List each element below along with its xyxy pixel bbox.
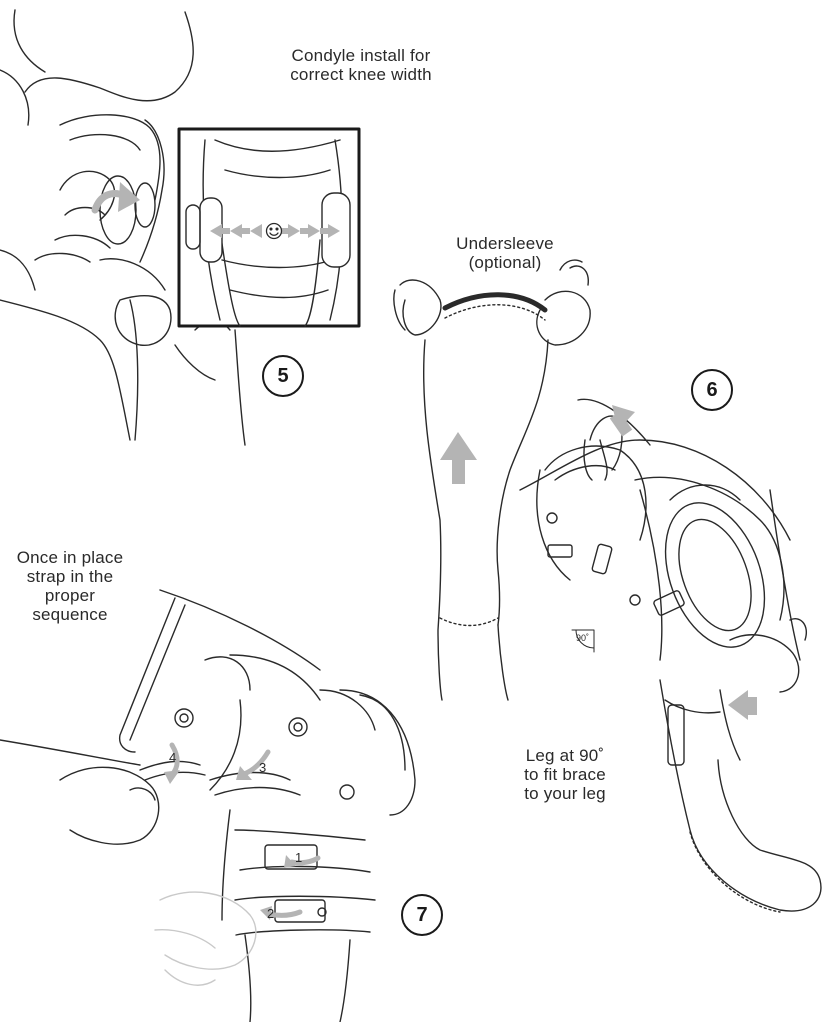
strap-number-3: 3 bbox=[259, 760, 267, 775]
step-7-badge: 7 bbox=[401, 894, 443, 936]
strap-sequence-line-1: Once in place bbox=[16, 548, 124, 567]
strap-number-1: 1 bbox=[295, 850, 303, 865]
arrow-right-icon bbox=[328, 224, 340, 238]
strap-sequence-caption: Once in place strap in the proper sequen… bbox=[2, 548, 138, 624]
arrow-right-icon bbox=[308, 224, 320, 238]
condyle-caption-line-1: Condyle install for bbox=[291, 46, 431, 65]
step-5-badge: 5 bbox=[262, 355, 304, 397]
strap-number-2: 2 bbox=[267, 906, 275, 921]
undersleeve-caption-line-2: (optional) bbox=[468, 253, 542, 272]
undersleeve-caption-line-1: Undersleeve bbox=[456, 234, 554, 253]
leg-angle-line-3: to your leg bbox=[524, 784, 606, 803]
condyle-inset bbox=[177, 127, 361, 328]
arrow-left-icon bbox=[250, 224, 262, 238]
arrow-up-icon bbox=[440, 432, 477, 484]
strap-sequence-line-2: strap in the bbox=[26, 567, 114, 586]
smiley-icon bbox=[265, 222, 283, 240]
leg-angle-line-2: to fit brace bbox=[524, 765, 606, 784]
undersleeve-caption: Undersleeve (optional) bbox=[440, 234, 570, 272]
arrow-right-icon bbox=[288, 224, 300, 238]
arrow-left-icon bbox=[210, 224, 222, 238]
arrow-left-icon bbox=[230, 224, 242, 238]
step-5-illustration bbox=[0, 9, 246, 446]
angle-label: 90˚ bbox=[576, 633, 590, 643]
step-6-badge: 6 bbox=[691, 369, 733, 411]
condyle-caption: Condyle install for correct knee width bbox=[276, 46, 446, 84]
strap-number-4: 4 bbox=[169, 750, 177, 765]
leg-angle-caption: Leg at 90˚ to fit brace to your leg bbox=[500, 746, 630, 803]
angle-mark bbox=[571, 629, 595, 653]
step-7-illustration bbox=[0, 589, 416, 1022]
strap-sequence-line-4: sequence bbox=[32, 605, 108, 624]
leg-angle-line-1: Leg at 90˚ bbox=[525, 746, 605, 765]
strap-sequence-line-3: proper bbox=[44, 586, 96, 605]
condyle-caption-line-2: correct knee width bbox=[290, 65, 432, 84]
step-6-illustration bbox=[393, 259, 822, 913]
